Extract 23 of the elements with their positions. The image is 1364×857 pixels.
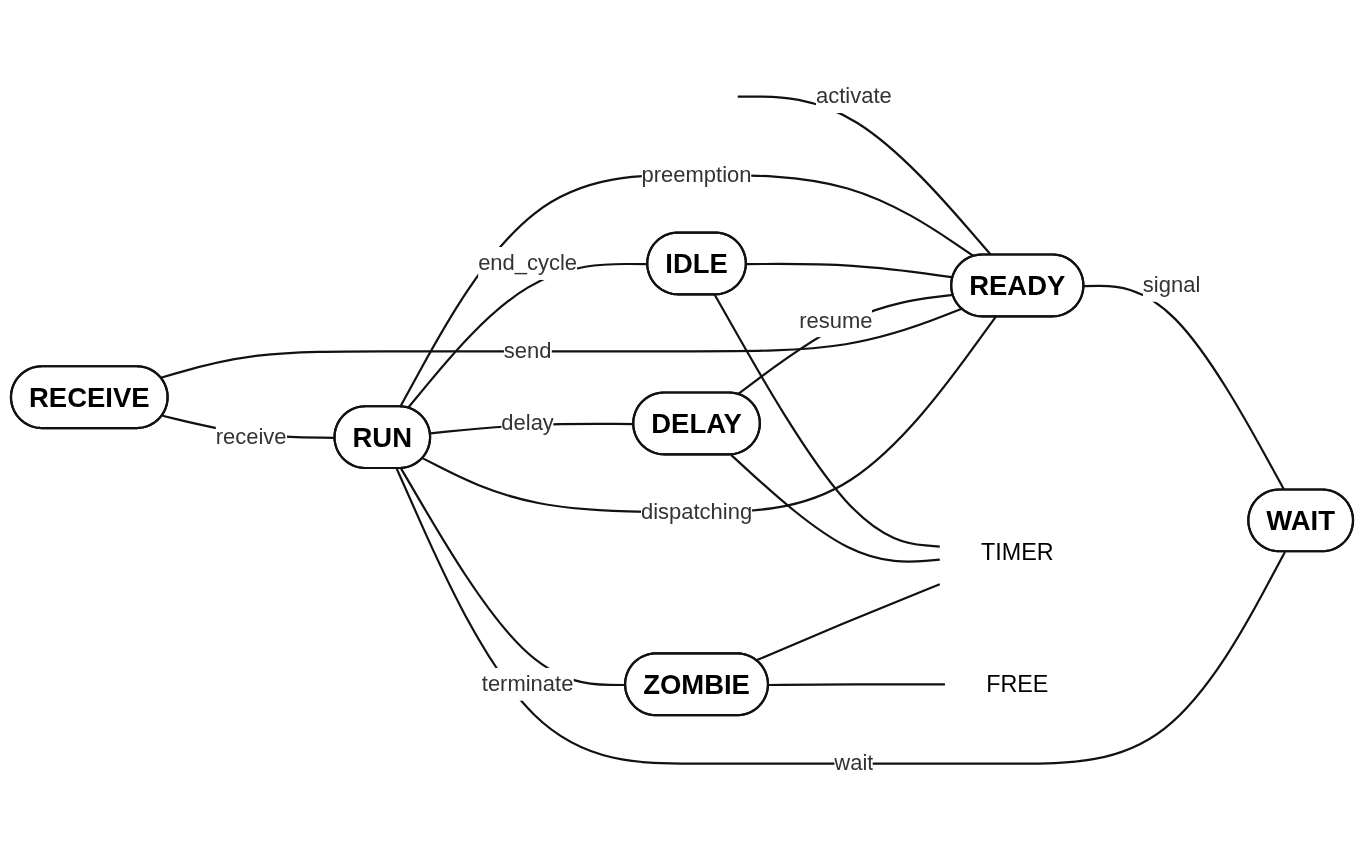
- edge-label: preemption: [641, 162, 752, 187]
- connector: [395, 468, 1286, 766]
- connector: [768, 683, 945, 687]
- node-text: TIMER: [980, 540, 1054, 567]
- edge-label: wait: [834, 751, 874, 776]
- connector: [713, 294, 940, 549]
- edge-label: receive: [215, 425, 287, 449]
- edge-label: end_cycle: [478, 251, 578, 275]
- edge-label: dispatching: [640, 500, 753, 524]
- edge-label: send: [503, 339, 552, 363]
- edge-label: terminate: [481, 672, 574, 696]
- connector: [160, 308, 963, 380]
- edge-label: delay: [501, 411, 554, 435]
- connector: [399, 174, 975, 408]
- edge-label: resume: [799, 308, 873, 333]
- connector: [400, 468, 626, 687]
- edge-label: signal: [1142, 273, 1201, 297]
- edge-label: activate: [816, 84, 892, 109]
- node-text: FREE: [986, 671, 1049, 698]
- connector: [730, 454, 940, 564]
- connector: [737, 294, 954, 396]
- connector: [755, 583, 941, 662]
- connector: [422, 316, 997, 514]
